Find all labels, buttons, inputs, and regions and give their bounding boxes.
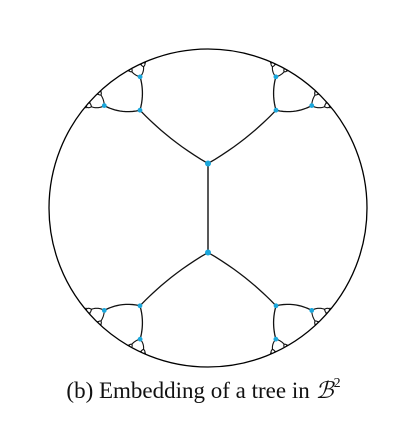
tree-edge [324,307,330,310]
tree-edge [103,104,141,113]
tree-edge [311,307,326,311]
figure-caption: (b) Embedding of a tree in ℬ2 [0,376,407,404]
tree-node [137,336,143,342]
caption-exponent: 2 [333,376,341,392]
tree-node [273,107,279,113]
tree-edge [275,303,313,312]
tree-edge [207,109,277,165]
tree-node [101,307,107,313]
tree-node [309,103,315,109]
tree-node [273,336,279,342]
tree-edge [324,308,327,314]
tree-edge [86,307,92,310]
tree-node [205,160,211,167]
tree-edge [139,66,145,78]
tree-edge [270,348,274,354]
tree-edge [139,251,209,307]
tree-edge [100,94,105,107]
tree-edge [90,105,105,109]
tree-edge [272,305,277,340]
caption-space-symbol: ℬ [315,378,334,404]
tree-edge [89,308,92,314]
tree-edge [275,104,313,113]
tree-node [101,103,107,109]
tree-edge [86,106,92,109]
tree-node [137,303,143,309]
tree-edge [271,338,277,350]
tree-edge [140,348,145,352]
tree-edge [271,66,277,78]
tree-edge [139,338,145,350]
tree-edge [139,76,144,111]
tree-edge [275,338,285,345]
tree-edges [84,61,332,355]
tree-edge [311,94,316,107]
tree-edge [139,109,209,165]
tree-node [273,303,279,309]
tree-edge [324,106,330,109]
tree-edge [89,102,92,108]
tree-edge [272,76,277,111]
disk-boundary [48,48,368,368]
tree-edge [142,62,146,68]
tree-edge [311,309,316,322]
tree-edge [324,102,327,108]
tree-edge [207,251,277,307]
tree-nodes [101,74,315,342]
tree-edge [275,71,285,78]
caption-prefix: (b) Embedding of a tree in [66,378,316,403]
tree-edge [100,309,105,322]
tree-edge [103,303,141,312]
tree-edge [90,307,105,311]
tree-edge [131,71,141,78]
tree-node [137,74,143,80]
tree-node [273,74,279,80]
tree-edge [271,64,276,68]
tree-node [309,307,315,313]
tree-edge [139,305,144,340]
tree-node [205,249,211,256]
tree-edge [131,338,141,345]
tree-node [137,107,143,113]
tree-edge [311,105,326,109]
